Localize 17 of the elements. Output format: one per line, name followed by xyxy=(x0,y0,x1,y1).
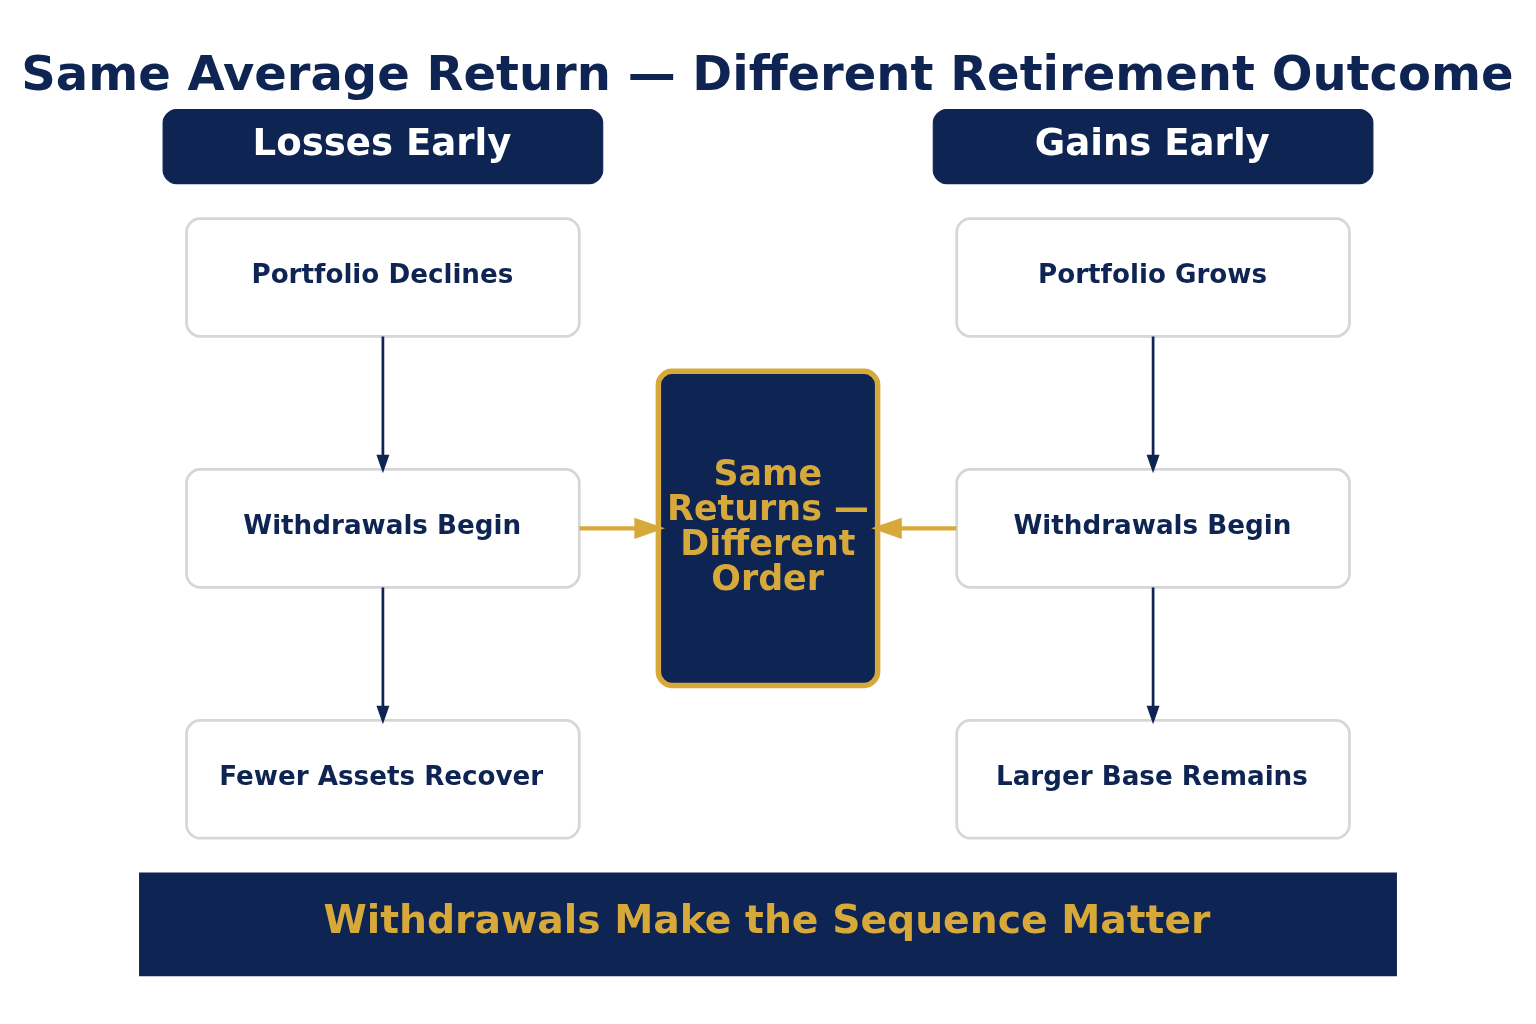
node-box: Same Returns — Different Order xyxy=(655,368,881,689)
arrow xyxy=(1146,587,1160,725)
arrow xyxy=(376,587,390,725)
node-box: Portfolio Grows xyxy=(955,217,1351,338)
node-box: Withdrawals Begin xyxy=(185,468,581,589)
node-box: Gains Early xyxy=(932,108,1374,185)
node-box: Withdrawals Begin xyxy=(955,468,1351,589)
node-box: Larger Base Remains xyxy=(955,719,1351,840)
node-box: Fewer Assets Recover xyxy=(185,719,581,840)
arrow xyxy=(1146,336,1160,474)
diagram-title: Same Average Return — Different Retirement Outcome xyxy=(21,45,1514,102)
node-box: Portfolio Declines xyxy=(185,217,581,338)
arrow xyxy=(871,517,957,540)
arrow xyxy=(579,517,665,540)
node-box: Losses Early xyxy=(162,108,604,185)
node-box: Withdrawals Make the Sequence Matter xyxy=(139,872,1397,977)
arrow xyxy=(376,336,390,474)
